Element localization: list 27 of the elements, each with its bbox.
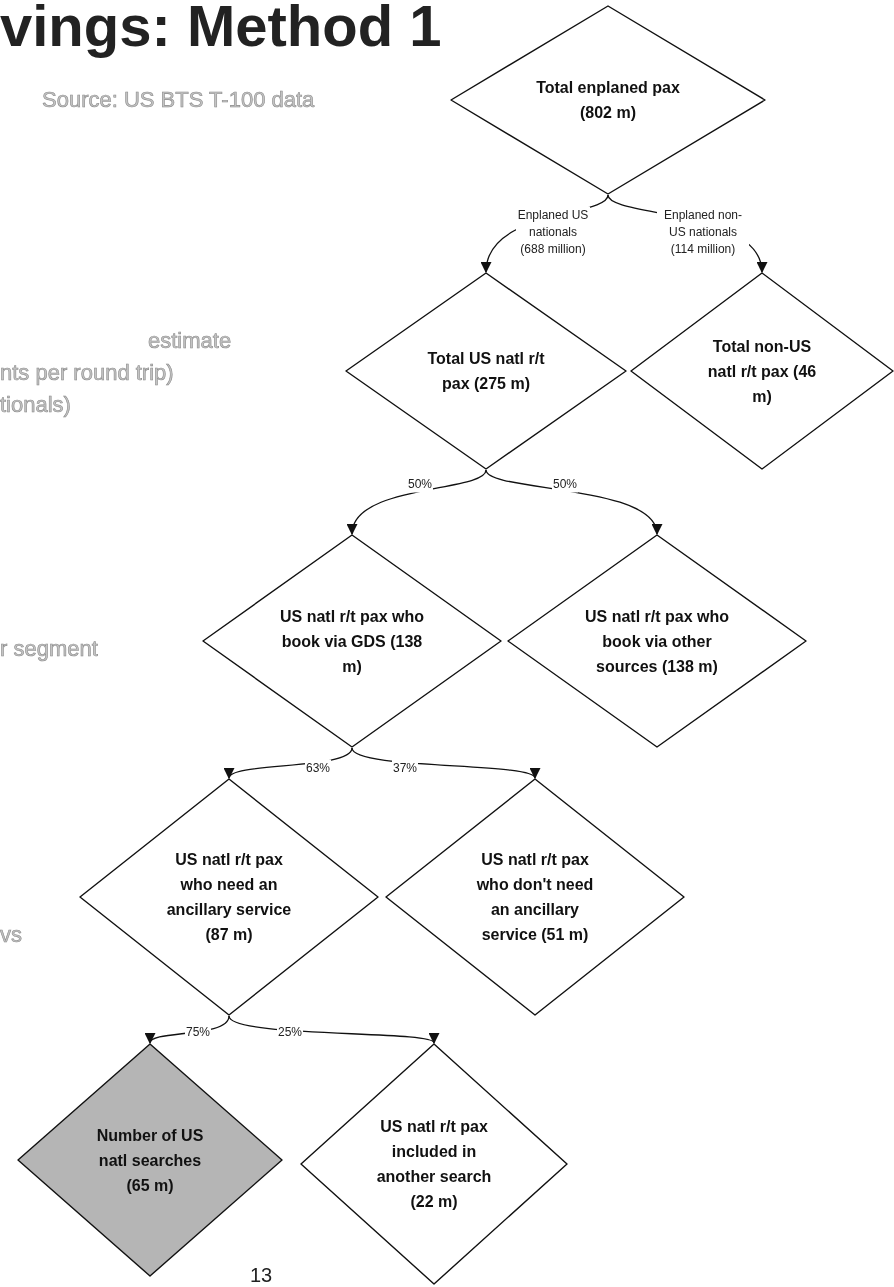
decision-diamond [385,778,685,1016]
decision-diamond [300,1043,568,1285]
node-text: US natl r/t pax who book via other sources (138 m) [584,606,730,677]
node-text: US natl r/t pax who need an ancillary service (87 m) [166,850,292,945]
decision-diamond [630,272,894,470]
node-text: Number of US natl searches (65 m) [95,1125,205,1196]
decision-diamond [507,534,807,748]
node-text: US natl r/t pax who book via GDS (138 m) [279,606,425,677]
note-text: tionals) [0,391,71,419]
note-text: estimate [148,327,232,355]
slide-title: vings: Method 1 [0,0,442,58]
note-text: r segment [0,635,98,663]
node-text: Total US natl r/t pax (275 m) [426,349,546,394]
node-text: Total enplaned pax (802 m) [535,78,681,123]
decision-diamond [202,534,502,748]
note-text: nts per round trip) [0,359,174,387]
decision-diamond [345,272,627,470]
note-text: vs [0,921,22,949]
node-text: US natl r/t pax included in another search (22 m) [375,1117,493,1212]
node-text: Total non-US natl r/t pax (46 m) [706,336,818,407]
decision-diamond [450,5,766,195]
note-text: Source: US BTS T-100 data [42,86,315,114]
page-number: 13 [250,1263,273,1287]
edge-label: Enplaned US nationals (688 million) [516,206,590,258]
decision-diamond [79,778,379,1016]
node-text: US natl r/t pax who don't need an ancillary service (51 m) [476,850,594,945]
arrow [348,469,487,536]
